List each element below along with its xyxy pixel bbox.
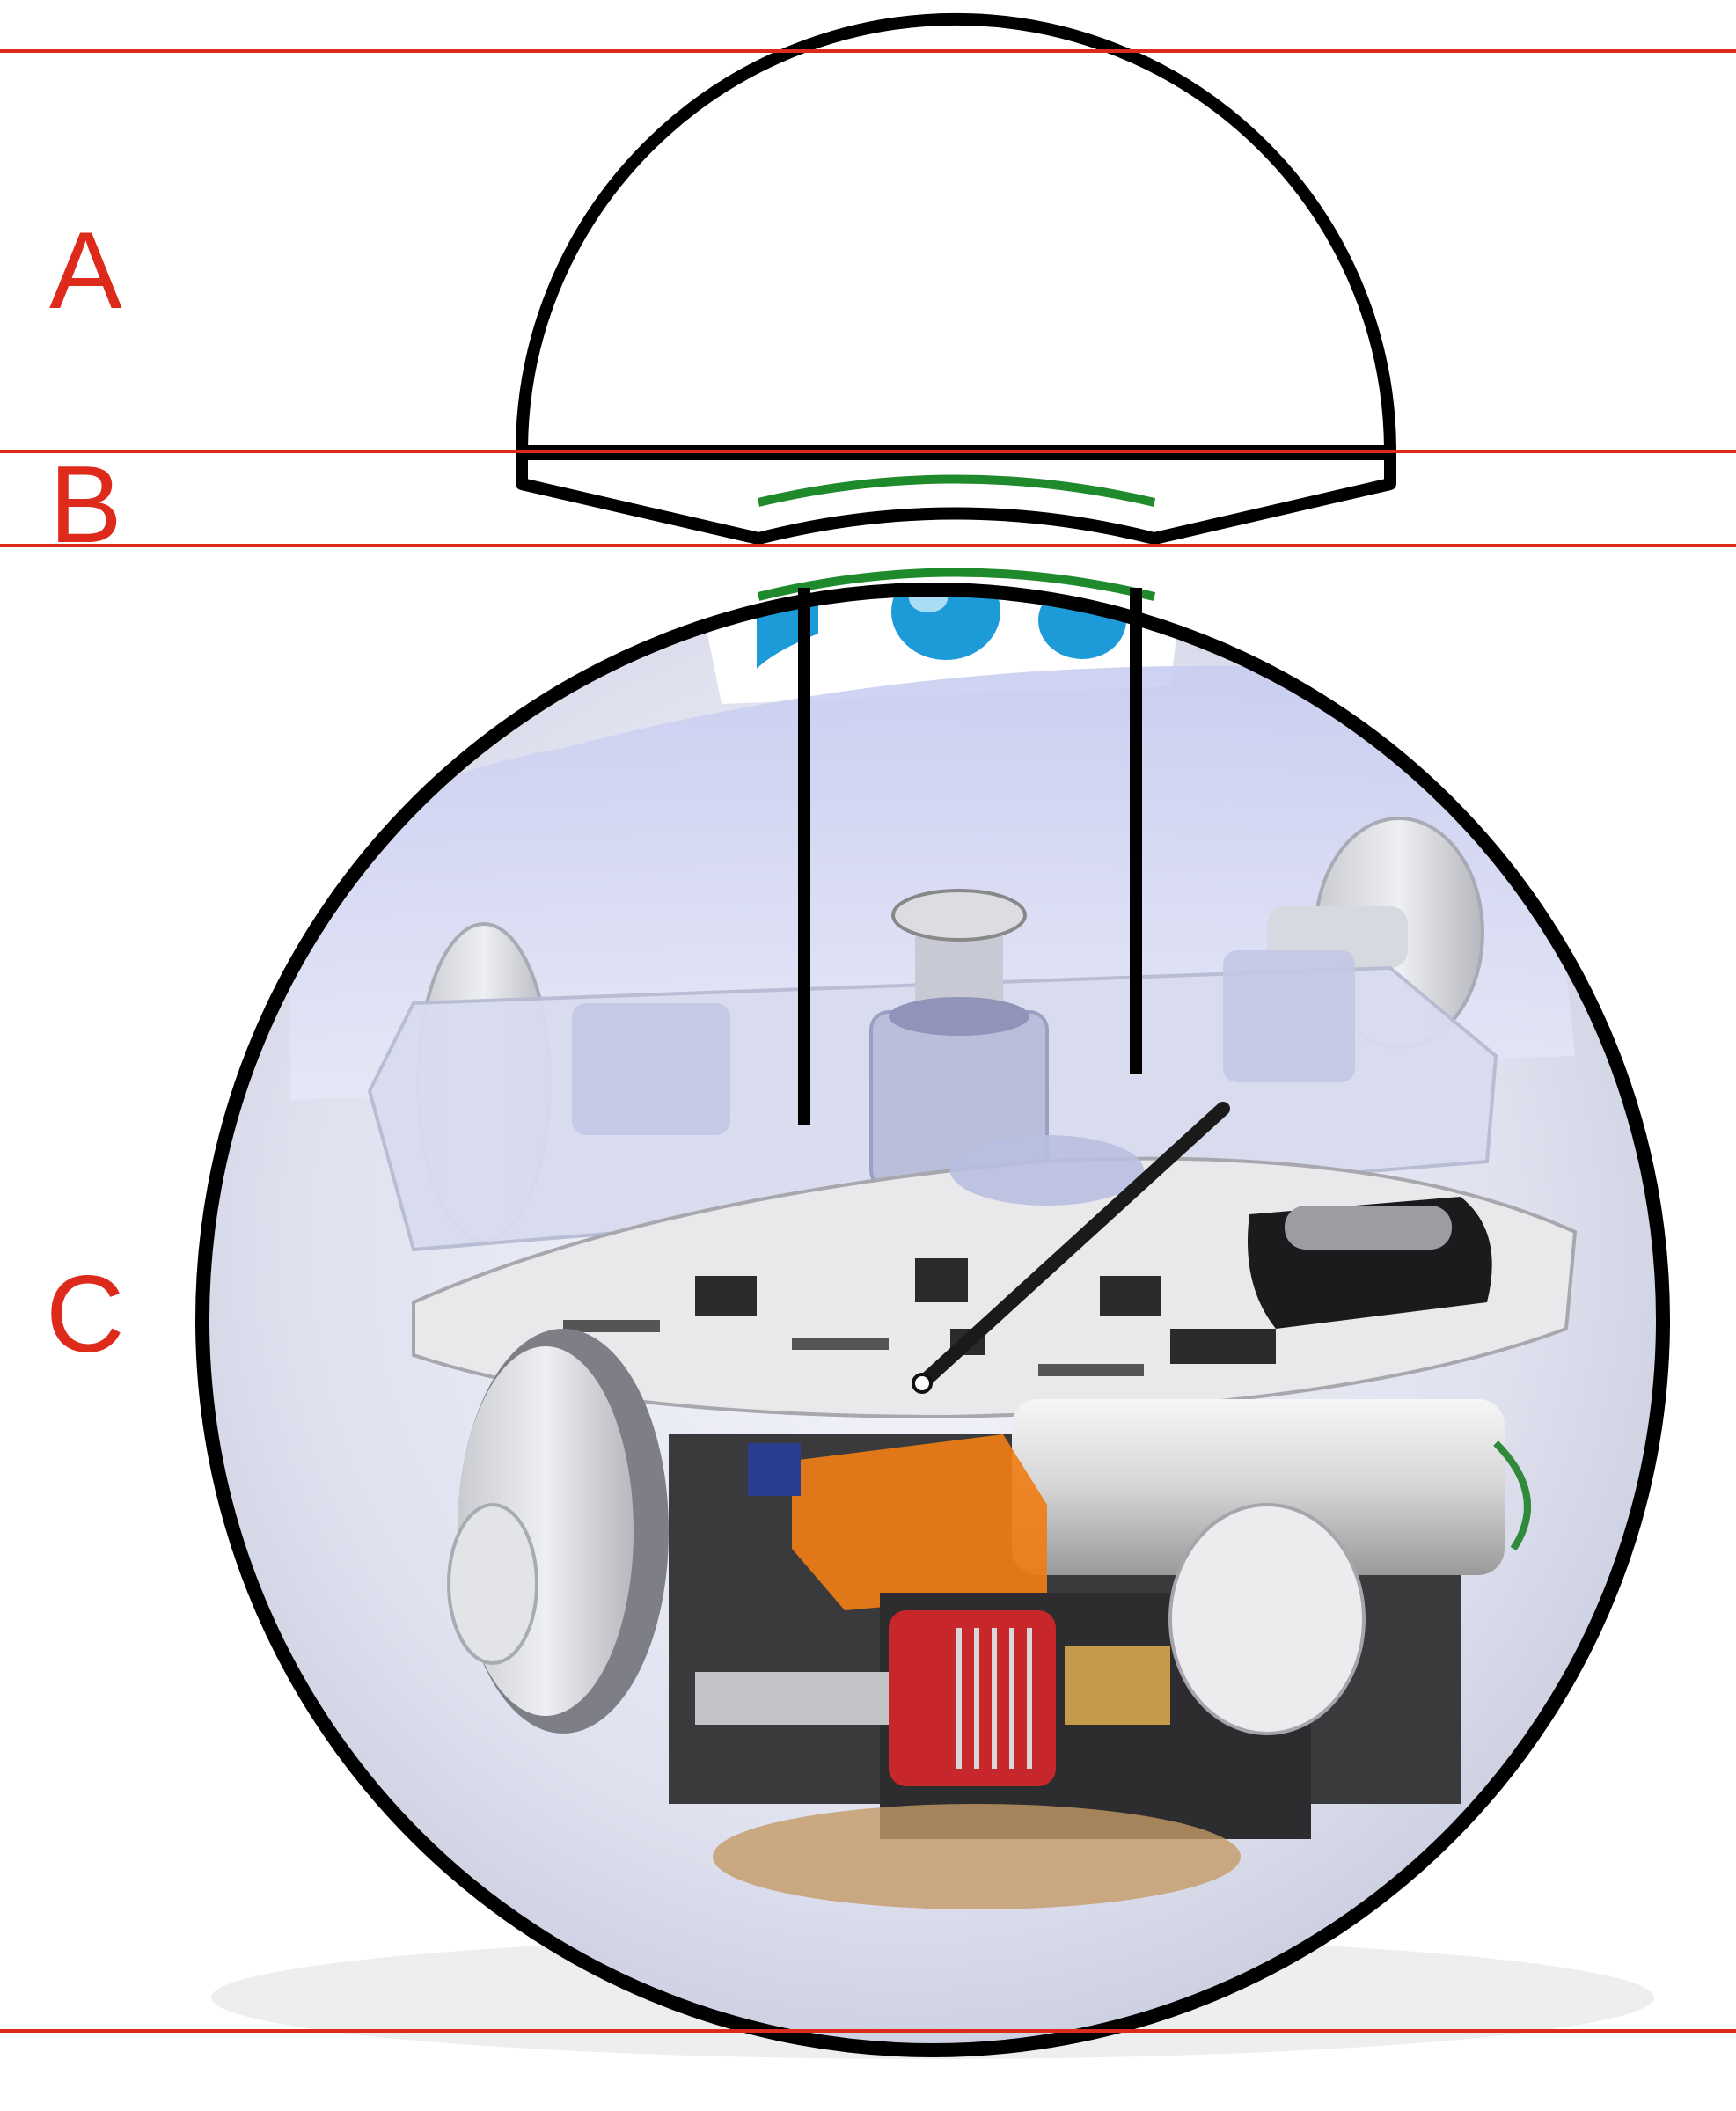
upper-contact-strip (757, 474, 1156, 507)
circuit-board (412, 1102, 1578, 1419)
motor-icon (695, 1503, 1366, 1839)
bottom-plate (713, 1804, 1241, 1909)
sphere-outline (195, 583, 1670, 2057)
collar-icon (516, 448, 1396, 545)
section-label-c: C (46, 1254, 125, 1375)
section-label-a: A (49, 210, 122, 332)
robot-cutaway-icon (207, 594, 1659, 2046)
battery-icon (748, 1399, 1505, 1610)
section-label-b: B (49, 444, 122, 566)
lower-contact-strip (757, 568, 1156, 601)
green-wire (1493, 1440, 1531, 1551)
dome-icon (516, 12, 1396, 458)
gear-wheel-icon (447, 1329, 669, 1734)
